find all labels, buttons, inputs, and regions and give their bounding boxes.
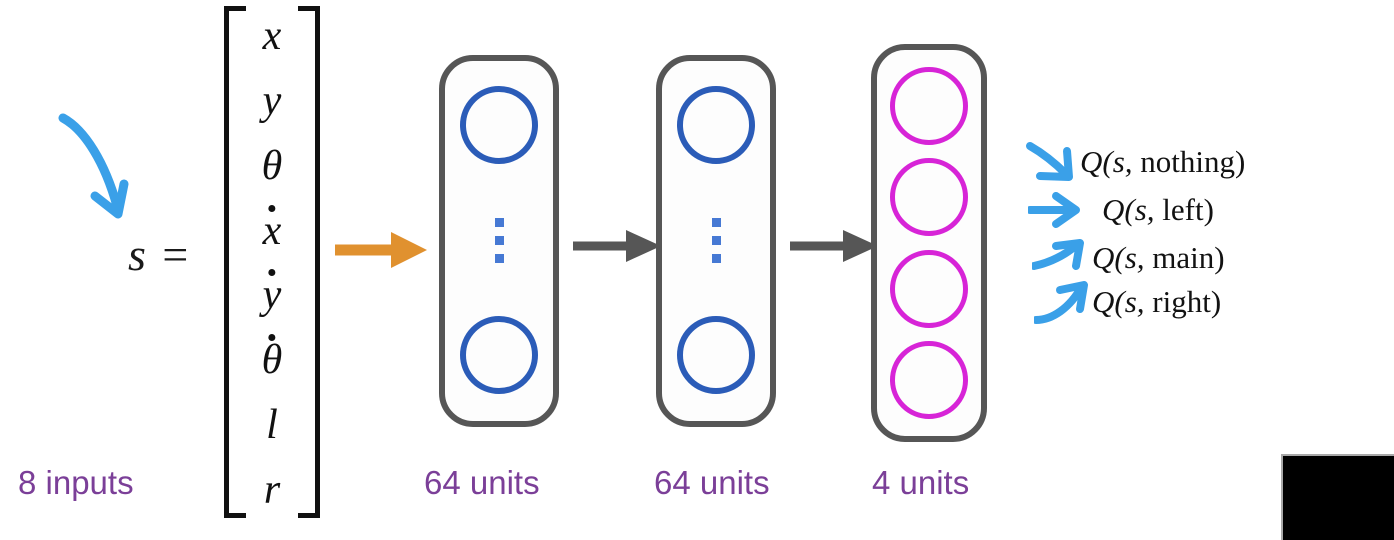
hidden-layer-2-units [662, 61, 770, 421]
hidden-unit [460, 86, 538, 164]
vertical-ellipsis-icon [494, 217, 504, 263]
layer-box-hidden-2 [656, 55, 776, 427]
q-arrow-nothing-icon [1026, 142, 1073, 181]
state-annotation-arrow-icon [58, 113, 129, 219]
hidden-unit [677, 316, 755, 394]
caption-output-layer: 4 units [872, 464, 970, 501]
vector-entry: x [241, 203, 303, 259]
q-label-right: Q(s, right) [1092, 284, 1222, 319]
input-to-hidden1-arrow-icon [335, 232, 427, 268]
output-unit [890, 158, 968, 237]
output-unit [890, 249, 968, 328]
vector-entry: y [262, 77, 282, 124]
q-label-nothing: Q(s, nothing) [1080, 144, 1246, 179]
q-output-row-left: Q(s, left) [1028, 188, 1214, 232]
q-output-row-nothing: Q(s, nothing) [1024, 140, 1245, 184]
vector-entry: y [241, 267, 303, 323]
caption-hidden-layer-1: 64 units [424, 464, 540, 501]
hidden-unit [677, 86, 755, 164]
bracket-right-icon [298, 6, 320, 518]
state-vector: x y θ x y θ l r [224, 6, 320, 518]
vector-entry: l [266, 402, 278, 449]
vector-entry: θ [241, 332, 303, 388]
video-corner-overlay [1281, 454, 1394, 540]
state-symbol: s = [128, 228, 192, 280]
hidden1-to-hidden2-arrow-icon [573, 230, 661, 262]
q-arrow-right-icon [1034, 281, 1088, 324]
layer-box-hidden-1 [439, 55, 559, 427]
hidden-unit [460, 316, 538, 394]
q-arrow-main-icon [1032, 239, 1084, 270]
output-layer-units [877, 50, 981, 436]
caption-input-layer: 8 inputs [18, 464, 134, 501]
vertical-ellipsis-icon [711, 217, 721, 263]
output-unit [890, 341, 968, 420]
q-value-outputs: Q(s, nothing) Q(s, left) Q(s, main) Q(s,… [1024, 140, 1324, 340]
hidden2-to-output-arrow-icon [790, 230, 878, 262]
vector-entry: θ [261, 142, 283, 189]
hidden-layer-1-units [445, 61, 553, 421]
q-label-main: Q(s, main) [1092, 240, 1225, 275]
vector-entry: r [263, 466, 281, 513]
q-arrow-left-icon [1028, 192, 1080, 228]
q-output-row-right: Q(s, right) [1034, 280, 1221, 324]
bracket-left-icon [224, 6, 246, 518]
layer-box-output [871, 44, 987, 442]
state-vector-entries: x y θ x y θ l r [241, 6, 303, 518]
vector-entry: x [262, 13, 282, 59]
q-label-left: Q(s, left) [1102, 192, 1214, 227]
output-unit [890, 66, 968, 145]
q-output-row-main: Q(s, main) [1032, 236, 1225, 280]
caption-hidden-layer-2: 64 units [654, 464, 770, 501]
